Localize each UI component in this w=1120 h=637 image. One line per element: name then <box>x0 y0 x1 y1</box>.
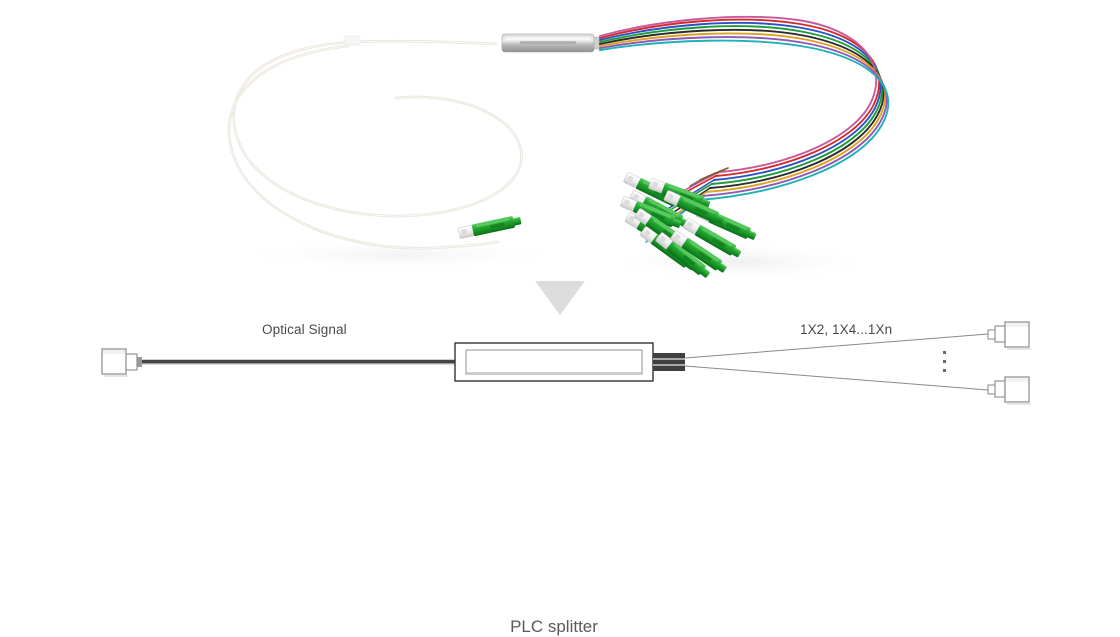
product-photo <box>0 0 1120 280</box>
plc-splitter-box <box>454 342 654 382</box>
plc-splitter-label: PLC splitter <box>510 617 598 636</box>
output-fiber-connector-2 <box>987 376 1031 405</box>
optical-signal-label: Optical Signal <box>262 322 347 337</box>
split-ratio-label: 1X2, 1X4...1Xn <box>800 322 893 337</box>
input-fiber-connector <box>101 348 142 377</box>
schematic-svg <box>101 321 1031 405</box>
output-fiber-block <box>653 353 685 371</box>
fiber-crimp-sleeve <box>343 35 361 46</box>
colored-fiber-bundle <box>599 15 890 201</box>
input-fiber-coil <box>227 39 523 250</box>
output-ellipsis <box>943 351 946 372</box>
down-arrow-icon <box>535 281 585 315</box>
plc-splitter-schematic: PLC splitter <box>0 272 1120 636</box>
output-fiber-lines <box>684 333 989 391</box>
output-fiber-connector-1 <box>987 321 1031 350</box>
product-photo-illustration <box>225 15 890 280</box>
splitter-steel-tube <box>501 33 603 53</box>
input-sc-apc-connector <box>457 213 523 240</box>
photo-shadow-left <box>225 239 575 271</box>
